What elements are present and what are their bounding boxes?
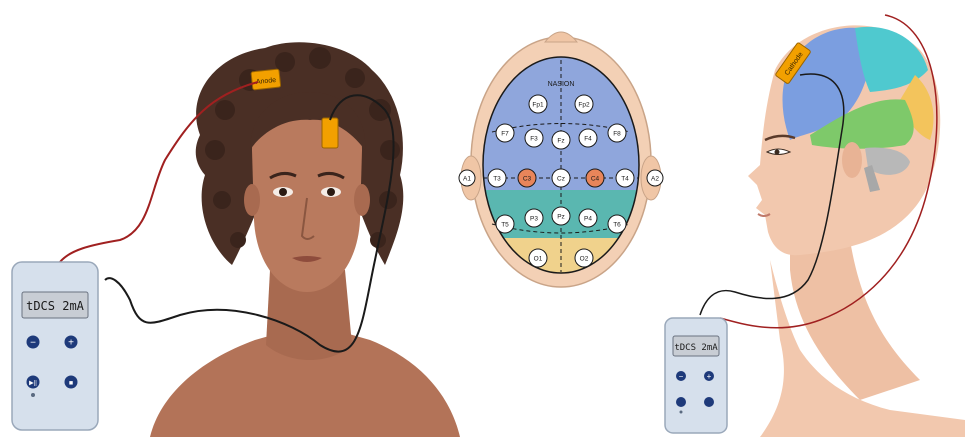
anode-pad: Anode [251,69,281,90]
eeg-nose [545,32,577,42]
eeg-site-c3: C3 [518,169,536,187]
eeg-site-label: F8 [613,131,621,138]
eeg-site-label: C3 [523,176,532,183]
eeg-site-label: F7 [501,131,509,138]
eeg-site-p4: P4 [579,209,597,227]
eeg-site-f8: F8 [608,124,626,142]
left-stop-button[interactable]: ■ [65,376,78,389]
right-device-led [680,411,683,414]
eeg-site-label: A1 [463,176,471,183]
left-figure: Anode [150,42,460,437]
right-device-display-text: tDCS 2mA [674,343,718,353]
eeg-site-label: P3 [530,216,538,223]
eeg-site-f7: F7 [496,124,514,142]
eeg-site-pz: Pz [552,207,570,225]
eeg-site-label: Fp2 [578,102,590,109]
eeg-site-fp2: Fp2 [575,95,593,113]
svg-text:▶||: ▶|| [29,381,37,387]
eeg-site-label: T3 [493,176,501,183]
eeg-site-f3: F3 [525,129,543,147]
right-lips [758,214,770,216]
eeg-site-t4: T4 [616,169,634,187]
eeg-site-t3: T3 [488,169,506,187]
eeg-site-fz: Fz [552,131,570,149]
eeg-site-o2: O2 [575,249,593,267]
left-device-display-text: tDCS 2mA [26,299,85,313]
right-stop-button[interactable] [704,397,714,407]
right-tdcs-device: tDCS 2mA − + [665,318,727,433]
eeg-site-label: Fp1 [532,102,544,109]
eeg-site-label: A2 [651,176,659,183]
eeg-site-label: T5 [501,222,509,229]
right-plus-button[interactable]: + [704,371,714,381]
svg-text:+: + [707,372,712,381]
eeg-site-c4: C4 [586,169,604,187]
eeg-site-label: Cz [557,176,565,183]
left-ear-l [244,184,260,216]
eeg-site-label: T4 [621,176,629,183]
left-ear-r [354,184,370,216]
eeg-site-label: Fz [557,138,564,145]
eeg-site-label: O2 [580,256,589,263]
left-tdcs-device: tDCS 2mA − + ▶|| ■ [12,262,98,430]
eeg-site-f4: F4 [579,129,597,147]
eeg-site-label: Pz [557,214,565,221]
eeg-nasion-label: NASION [548,81,575,88]
eeg-site-label: F3 [530,136,538,143]
eeg-site-t6: T6 [608,215,626,233]
eeg-site-label: P4 [584,216,592,223]
right-minus-button[interactable]: − [676,371,686,381]
eeg-site-fp1: Fp1 [529,95,547,113]
right-play-pause-button[interactable] [676,397,686,407]
left-minus-button[interactable]: − [27,336,40,349]
left-device-led [31,393,35,397]
eeg-site-a1: A1 [459,170,475,186]
svg-text:−: − [679,372,684,381]
left-cathode-pad [322,118,338,148]
eeg-site-p3: P3 [525,209,543,227]
eeg-site-t5: T5 [496,215,514,233]
eeg-site-label: F4 [584,136,592,143]
left-play-pause-button[interactable]: ▶|| [27,376,40,389]
eeg-site-o1: O1 [529,249,547,267]
eeg-site-label: O1 [534,256,543,263]
eeg-site-label: C4 [591,176,600,183]
right-ear [842,142,862,178]
svg-text:−: − [30,338,36,349]
eeg-site-cz: Cz [552,169,570,187]
right-figure: Cathode [748,25,965,437]
svg-text:■: ■ [69,380,73,387]
eeg-site-label: T6 [613,222,621,229]
svg-text:+: + [68,338,74,349]
left-plus-button[interactable]: + [65,336,78,349]
eeg-site-a2: A2 [647,170,663,186]
